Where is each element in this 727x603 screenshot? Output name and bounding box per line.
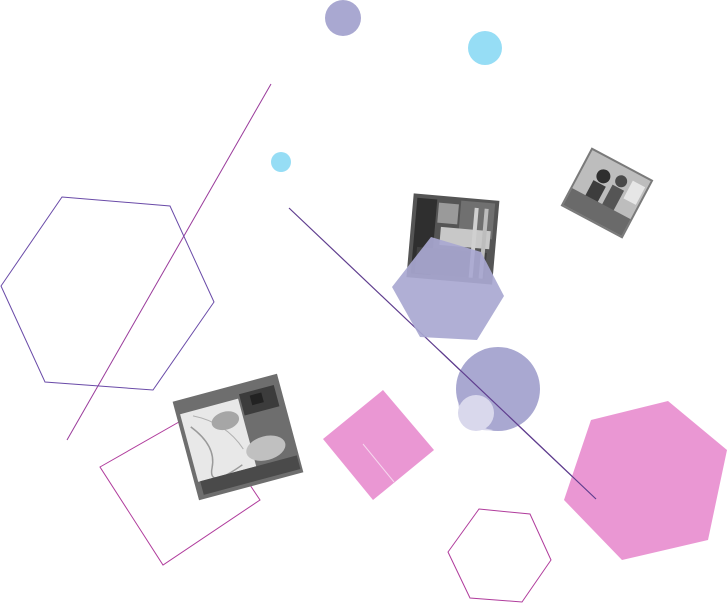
diagonal-line-right-overlay — [439, 350, 597, 500]
hexagon-outline-small — [447, 508, 552, 603]
diagonal-line-left — [66, 83, 272, 441]
hexagon-outline-large — [0, 196, 215, 391]
pink-square-line — [362, 443, 395, 483]
square-outline-rotated — [99, 409, 261, 566]
people-photo-icon — [560, 147, 654, 239]
pink-hexagon-large — [564, 401, 727, 560]
hands-drawing-photo-icon — [172, 373, 304, 501]
pink-square — [323, 390, 434, 500]
lavender-hexagon — [392, 237, 504, 340]
cyan-circle-small — [271, 152, 291, 172]
light-circle-overlap — [458, 395, 494, 431]
cyan-circle-top — [468, 31, 502, 65]
lavender-circle-small — [325, 0, 361, 36]
